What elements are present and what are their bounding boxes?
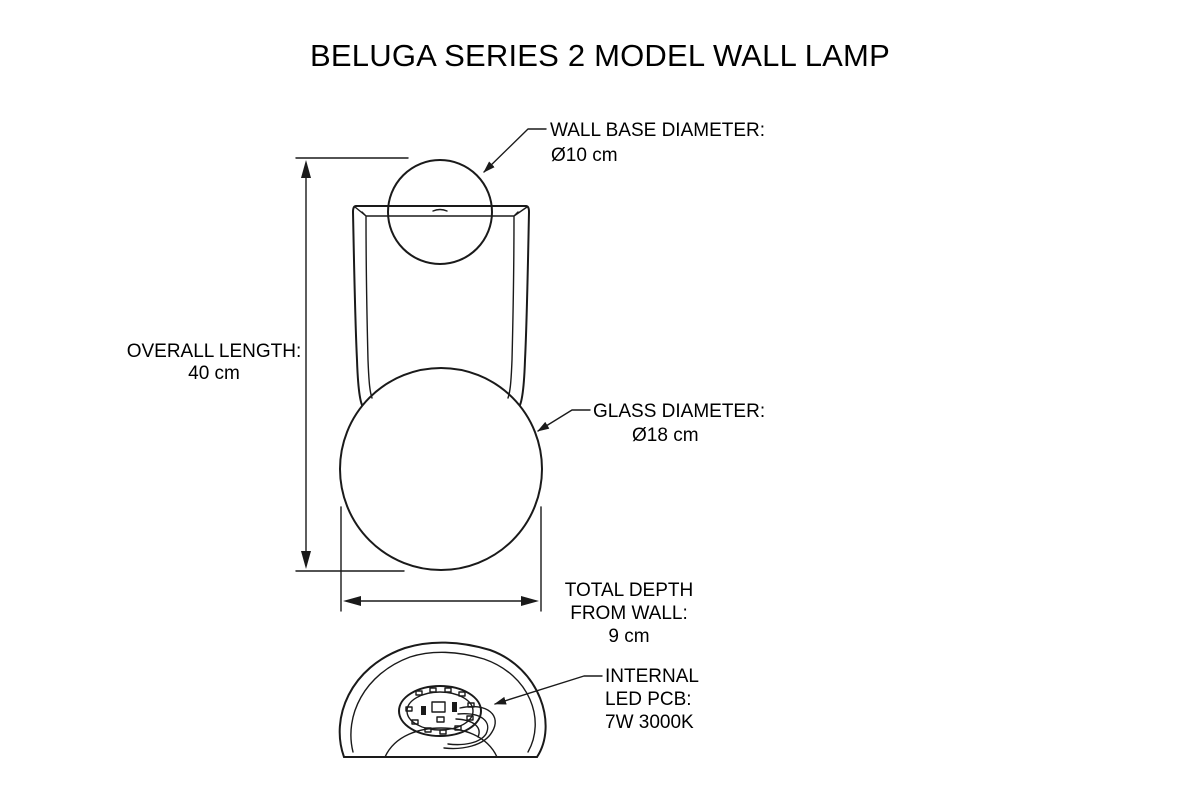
mount-clip: [432, 208, 448, 212]
wall-base-value: Ø10 cm: [551, 145, 618, 166]
led-chips: [405, 687, 475, 735]
lamp-elevation: [339, 159, 543, 571]
total-depth-dimension: [340, 506, 542, 612]
pcb-label-line3: 7W 3000K: [605, 712, 694, 733]
bracket-frame: [352, 205, 530, 406]
overall-length-value: 40 cm: [188, 363, 240, 384]
glass-leader: [537, 409, 591, 432]
glass-value: Ø18 cm: [632, 425, 699, 446]
pcb-leader: [494, 675, 603, 705]
pcb-label-line1: INTERNAL: [605, 666, 699, 687]
glass-globe: [339, 367, 543, 571]
pcb-components: [421, 701, 457, 723]
section-dome: [384, 727, 498, 758]
wall-base-leader: [483, 128, 547, 173]
overall-length-dimension: [295, 157, 409, 572]
section-shell-inner: [350, 651, 536, 753]
lamp-section-view: [338, 641, 547, 758]
pcb-wires: [443, 706, 496, 750]
glass-label: GLASS DIAMETER:: [593, 401, 765, 422]
bracket-frame-inner: [354, 206, 528, 399]
depth-label-line2: FROM WALL:: [570, 603, 688, 624]
pcb-label-line2: LED PCB:: [605, 689, 692, 710]
wall-base-disc: [387, 159, 493, 265]
section-shell: [338, 641, 547, 758]
depth-label-line1: TOTAL DEPTH: [565, 580, 693, 601]
depth-value: 9 cm: [608, 626, 649, 647]
wall-base-label: WALL BASE DIAMETER:: [550, 120, 765, 141]
diagram-title: BELUGA SERIES 2 MODEL WALL LAMP: [310, 38, 890, 73]
led-pcb-board: [398, 685, 482, 737]
overall-length-label: OVERALL LENGTH:: [127, 341, 302, 362]
